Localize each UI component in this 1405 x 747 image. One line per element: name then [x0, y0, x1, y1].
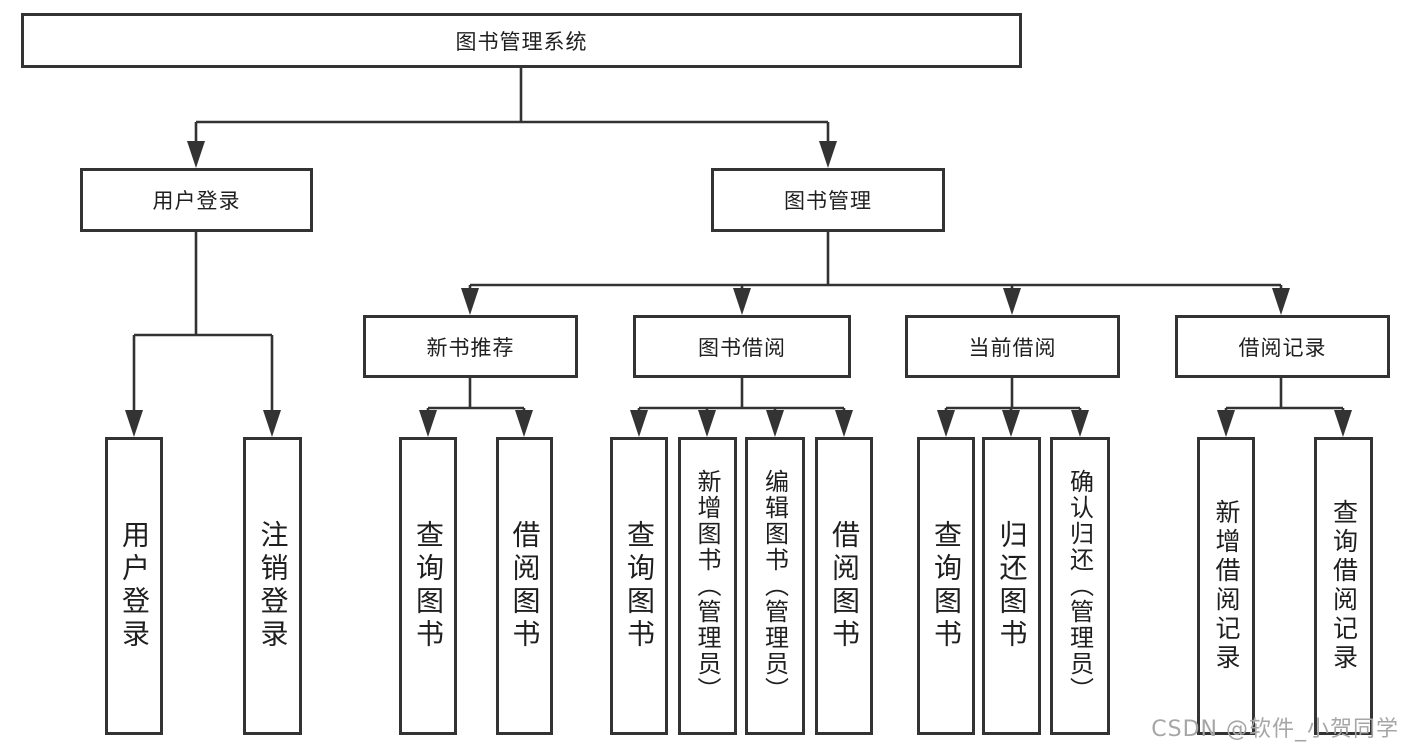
node-new-book-recommendation: 新书推荐	[363, 315, 578, 378]
leaf-cb-return-book: 归还图书	[982, 437, 1041, 735]
node-label: 图书管理系统	[455, 29, 588, 54]
leaf-cb-query-book: 查询图书	[917, 437, 975, 735]
leaf-label: 归还图书	[995, 520, 1029, 652]
node-label: 当前借阅	[968, 335, 1057, 360]
leaf-bb-borrow-book: 借阅图书	[815, 437, 873, 735]
leaf-label: 编辑图书（管理员）	[760, 469, 789, 703]
node-user-login: 用户登录	[80, 168, 313, 232]
leaf-user-login: 用户登录	[105, 437, 163, 735]
leaf-logout: 注销登录	[243, 437, 302, 735]
node-label: 借阅记录	[1238, 335, 1327, 360]
leaf-label: 查询图书	[623, 520, 656, 652]
leaf-br-query-record: 查询借阅记录	[1314, 437, 1373, 735]
leaf-br-add-record: 新增借阅记录	[1197, 437, 1255, 735]
leaf-label: 查询图书	[412, 520, 445, 652]
leaf-rec-borrow-book: 借阅图书	[496, 437, 553, 735]
node-library-management-system: 图书管理系统	[21, 13, 1022, 68]
leaf-bb-query-book: 查询图书	[610, 437, 668, 735]
node-label: 图书借阅	[698, 335, 786, 360]
node-book-management: 图书管理	[711, 168, 945, 232]
leaf-label: 借阅图书	[508, 520, 542, 652]
node-label: 图书管理	[784, 189, 872, 213]
node-borrowing-records: 借阅记录	[1175, 315, 1390, 378]
leaf-cb-confirm-return-admin: 确认归还（管理员）	[1050, 437, 1110, 735]
node-book-borrowing: 图书借阅	[633, 315, 851, 378]
leaf-label: 确认归还（管理员）	[1065, 469, 1094, 703]
leaf-label: 新增图书（管理员）	[693, 469, 721, 703]
leaf-label: 查询借阅记录	[1329, 499, 1359, 673]
node-current-borrowing: 当前借阅	[905, 315, 1120, 378]
leaf-label: 注销登录	[256, 520, 290, 652]
leaf-bb-add-book-admin: 新增图书（管理员）	[678, 437, 737, 735]
leaf-label: 用户登录	[118, 520, 151, 652]
leaf-rec-query-book: 查询图书	[399, 437, 457, 735]
node-label: 新书推荐	[426, 335, 515, 360]
leaf-bb-edit-book-admin: 编辑图书（管理员）	[745, 437, 805, 735]
csdn-watermark: CSDN @软件_小贺同学	[1151, 717, 1399, 742]
node-label: 用户登录	[152, 189, 241, 213]
leaf-label: 新增借阅记录	[1212, 499, 1241, 673]
leaf-label: 查询图书	[930, 520, 963, 652]
leaf-label: 借阅图书	[828, 520, 861, 652]
